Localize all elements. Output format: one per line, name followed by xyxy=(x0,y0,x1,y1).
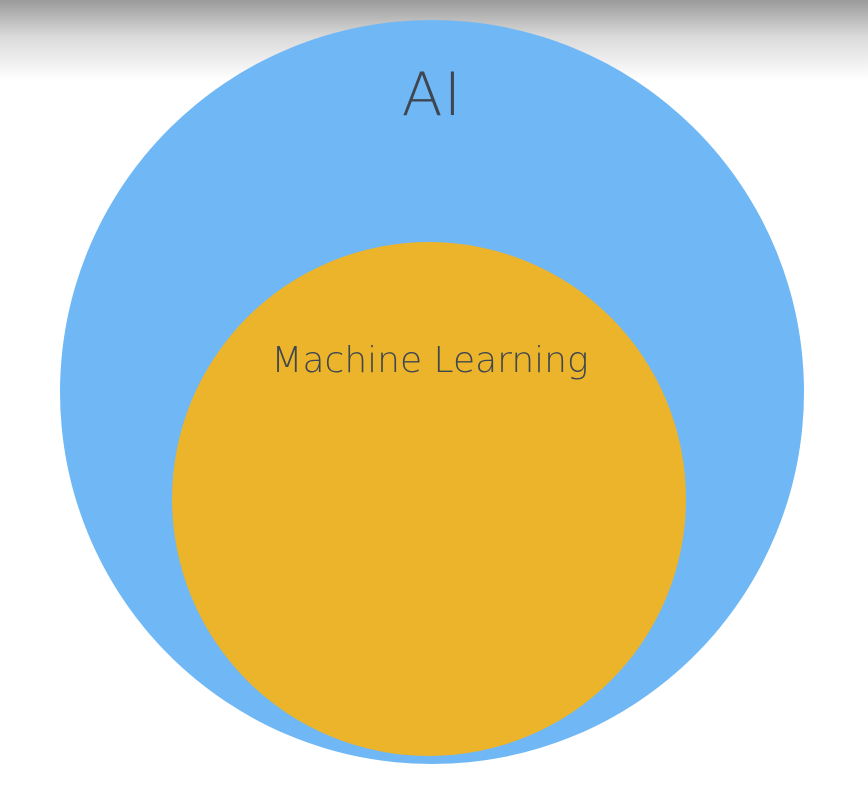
machine-learning-label: Machine Learning xyxy=(271,340,589,381)
machine-learning-circle xyxy=(172,242,686,756)
ai-label: AI xyxy=(401,60,463,130)
